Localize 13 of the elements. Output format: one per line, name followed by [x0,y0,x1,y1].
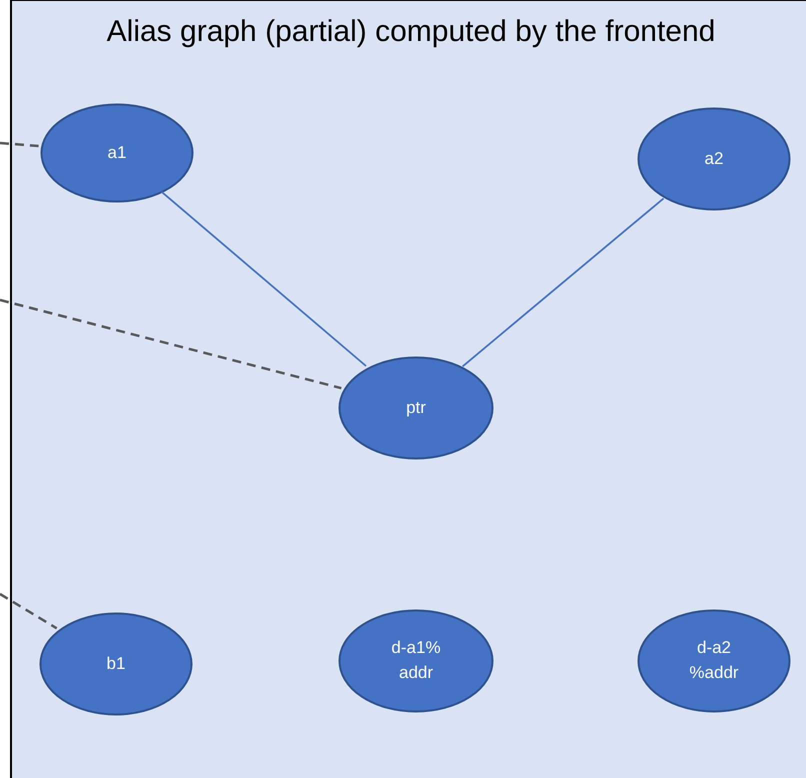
dashed-line [0,592,58,630]
panel-background [10,0,806,778]
connector-line [462,198,664,368]
node-label: d-a2 %addr [688,637,740,684]
node-label: b1 [106,652,126,675]
node-label: a2 [704,148,724,170]
dashed-line [0,142,39,148]
dashed-line [0,298,342,390]
panel-title: Alias graph (partial) computed by the frontend [106,15,716,49]
node-label: a1 [108,142,126,164]
connector-line [161,191,367,367]
node-label: ptr [406,396,426,419]
node-label: d-a1% addr [390,637,442,684]
